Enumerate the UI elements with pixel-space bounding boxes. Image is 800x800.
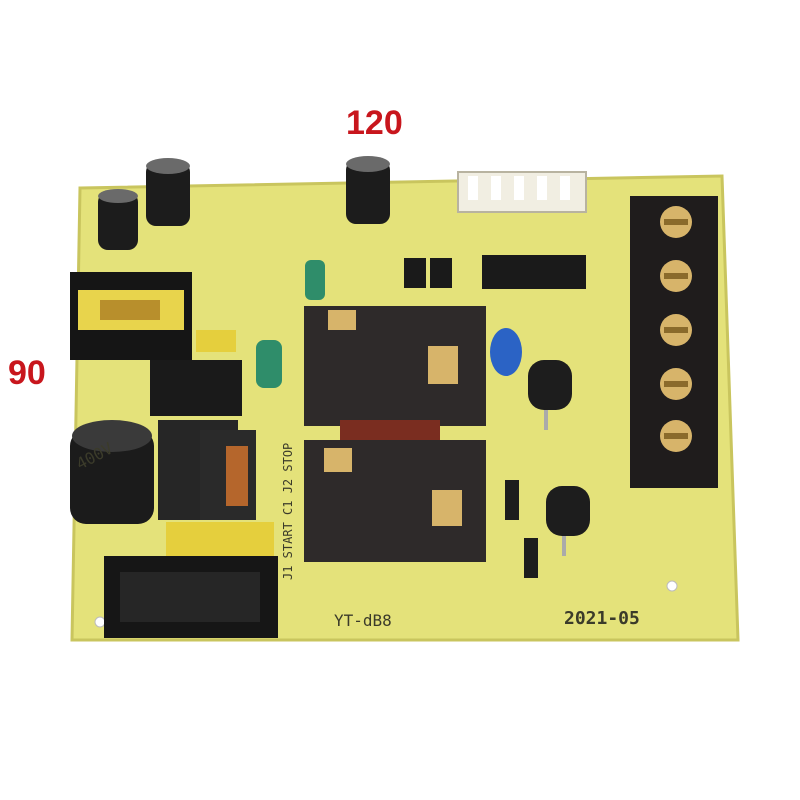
diode	[505, 480, 519, 520]
width-dimension-label: 120	[346, 104, 403, 142]
capacitor-blue	[490, 328, 522, 376]
transformer	[70, 272, 192, 360]
capacitor-yellow-small	[196, 330, 236, 352]
ic-chip	[404, 255, 586, 289]
capacitor-large: 400V	[70, 420, 154, 524]
capacitor-green	[256, 260, 325, 388]
relay-silkscreen-label: J1 START C1 J2 STOP	[281, 443, 295, 580]
capacitor-yellow	[166, 522, 274, 558]
triac-lower	[546, 486, 590, 556]
date-label: 2021-05	[564, 608, 640, 629]
capacitor-left	[98, 189, 138, 250]
relay-stop	[304, 306, 486, 448]
mounting-hole	[666, 580, 678, 592]
mounting-hole	[94, 616, 106, 628]
capacitor-top-center	[346, 156, 390, 224]
power-connector	[104, 556, 278, 638]
diode	[524, 538, 538, 578]
relay-start	[304, 440, 486, 562]
terminal-block	[630, 196, 718, 488]
model-label: YT-dB8	[334, 611, 392, 630]
inductor	[200, 430, 256, 520]
height-dimension-label: 90	[8, 354, 46, 392]
triac-upper	[528, 360, 572, 430]
capacitor-top-left	[146, 158, 190, 226]
header-connector	[457, 171, 587, 213]
